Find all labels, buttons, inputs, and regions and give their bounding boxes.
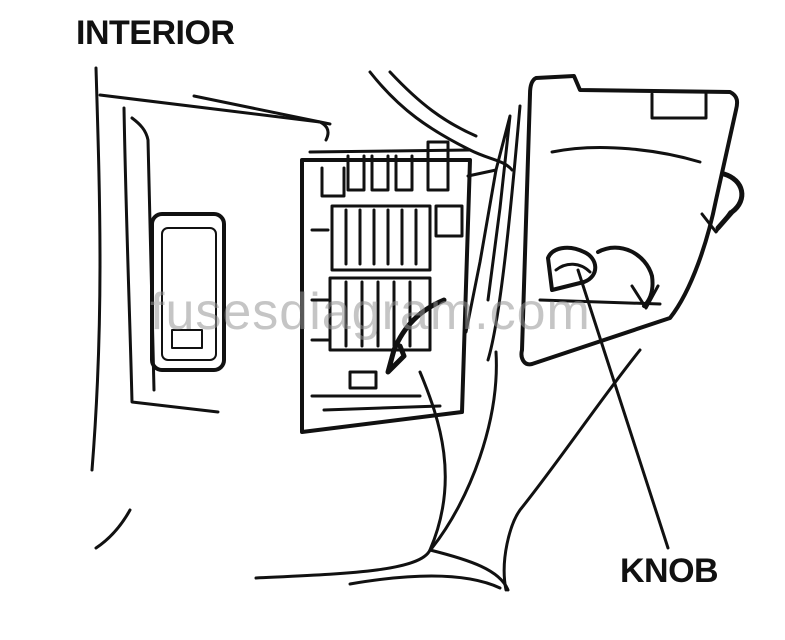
left-pillar-panel [90, 66, 332, 472]
watermark-text: fusesdiagram.com [150, 283, 591, 341]
knob-label: KNOB [620, 552, 719, 590]
fuse-box [300, 140, 472, 434]
dash-curves [368, 70, 514, 172]
dashboard-curves [94, 348, 642, 592]
knob-leader-line [576, 268, 670, 550]
cover-rail [464, 104, 522, 362]
side-switch [150, 212, 226, 372]
fuse-box-cover [519, 74, 745, 367]
interior-title-label: INTERIOR [76, 14, 235, 52]
